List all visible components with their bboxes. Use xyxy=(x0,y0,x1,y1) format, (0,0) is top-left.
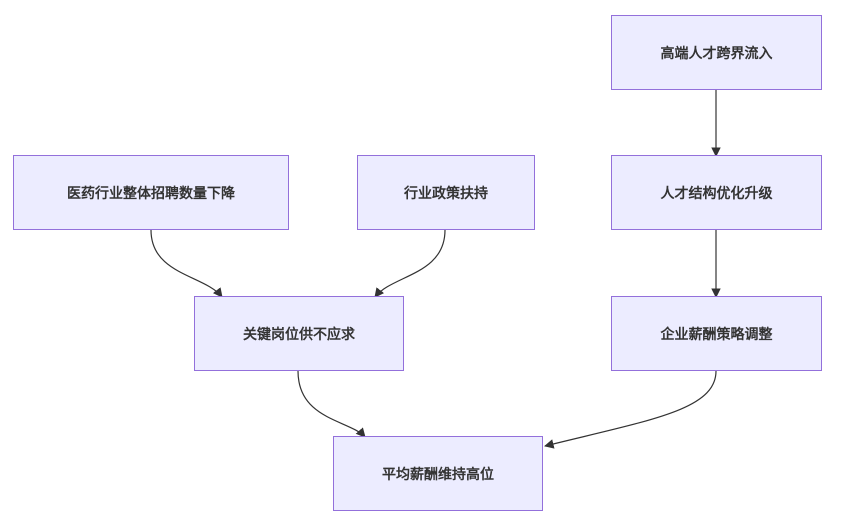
node-key-position-shortage: 关键岗位供不应求 xyxy=(194,296,404,371)
node-salary-strategy-adjust-label: 企业薪酬策略调整 xyxy=(660,326,773,343)
node-key-position-shortage-label: 关键岗位供不应求 xyxy=(243,326,355,343)
node-talent-inflow: 高端人才跨界流入 xyxy=(611,15,822,90)
node-industry-policy-support-label: 行业政策扶持 xyxy=(404,185,488,202)
node-talent-structure-upgrade-label: 人才结构优化升级 xyxy=(660,185,773,202)
edge-hiring-decline-to-position-shortage xyxy=(150,229,223,298)
node-pharma-hiring-decline: 医药行业整体招聘数量下降 xyxy=(13,155,289,230)
edge-position-shortage-to-salary-high xyxy=(297,370,366,438)
node-industry-policy-support: 行业政策扶持 xyxy=(357,155,535,230)
edge-policy-support-to-position-shortage xyxy=(374,229,446,298)
node-salary-strategy-adjust: 企业薪酬策略调整 xyxy=(611,296,822,371)
edge-salary-strategy-to-salary-high xyxy=(544,370,717,449)
node-talent-inflow-label: 高端人才跨界流入 xyxy=(660,45,773,62)
node-avg-salary-high: 平均薪酬维持高位 xyxy=(333,436,543,511)
node-avg-salary-high-label: 平均薪酬维持高位 xyxy=(382,466,494,483)
node-pharma-hiring-decline-label: 医药行业整体招聘数量下降 xyxy=(67,185,235,202)
node-talent-structure-upgrade: 人才结构优化升级 xyxy=(611,155,822,230)
